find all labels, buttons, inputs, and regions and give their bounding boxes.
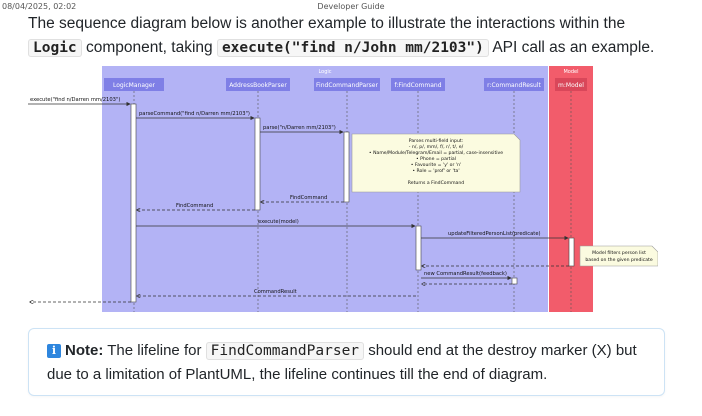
note-text-3: due to a limitation of PlantUML, the lif… bbox=[47, 366, 548, 383]
msg-parse-label: parse("n/Darren mm/2103") bbox=[263, 125, 336, 131]
msg-update-label: updateFilteredPersonList(predicate) bbox=[448, 231, 541, 237]
participant-parser-label: AddressBookParser bbox=[229, 82, 287, 89]
model-note-line-1: based on the given predicate bbox=[585, 257, 652, 263]
parse-note: Parses multi-field input: - n/, p/, mm/,… bbox=[351, 133, 521, 193]
intro-paragraph: The sequence diagram below is another ex… bbox=[28, 12, 688, 60]
model-note-line-0: Model filters person list bbox=[592, 250, 646, 256]
note-code: FindCommandParser bbox=[205, 342, 365, 360]
parse-note-line-7: Returns a FindCommand bbox=[408, 180, 464, 186]
participant-find-command bbox=[391, 78, 445, 91]
logic-box-title: Logic bbox=[318, 69, 331, 75]
msg-command-result-label: CommandResult bbox=[254, 289, 297, 295]
model-note: Model filters person list based on the g… bbox=[579, 245, 658, 267]
participant-model bbox=[555, 78, 587, 91]
intro-text-1: The sequence diagram below is another ex… bbox=[28, 15, 626, 32]
note-text-1: The lifeline for bbox=[107, 342, 202, 359]
info-icon: i bbox=[47, 344, 61, 358]
sequence-diagram: Logic Model LogicManager AddressBookPars… bbox=[28, 66, 658, 312]
msg-return-1-label: FindCommand bbox=[290, 195, 327, 201]
participant-model-label: m:Model bbox=[558, 82, 584, 89]
participant-logic-manager-label: LogicManager bbox=[113, 82, 156, 89]
msg-new-result-label: new CommandResult(feedback) bbox=[424, 271, 507, 277]
parse-note-line-5: • Role = 'prof' or 'ta' bbox=[412, 168, 459, 174]
model-box-title: Model bbox=[563, 69, 578, 75]
activation-bars bbox=[130, 103, 575, 303]
participant-command-result bbox=[484, 78, 544, 91]
note-label: Note: bbox=[65, 342, 104, 359]
msg-parse-command-label: parseCommand("find n/Darren mm/2103") bbox=[139, 111, 250, 117]
page-header: 08/04/2025, 02:02 Developer Guide bbox=[0, 0, 702, 14]
parse-note-line-0: Parses multi-field input: bbox=[409, 138, 464, 144]
note-callout: i Note: The lifeline for FindCommandParse… bbox=[28, 328, 665, 396]
print-title: Developer Guide bbox=[317, 2, 385, 11]
participant-logic-manager bbox=[104, 78, 164, 91]
parse-note-line-2: • Name/Module/Telegram/Email = partial, … bbox=[369, 150, 503, 156]
participant-find-parser-label: FindCommandParser bbox=[316, 82, 378, 89]
parse-note-line-3: • Phone = partial bbox=[416, 156, 456, 162]
msg-execute-model-label: execute(model) bbox=[258, 219, 299, 225]
intro-text-2: component, taking bbox=[85, 39, 213, 56]
participant-command-result-label: r:CommandResult bbox=[487, 82, 541, 89]
participant-find-command-label: f:FindCommand bbox=[394, 82, 441, 89]
note-text-2: should end at the destroy marker (X) but bbox=[368, 342, 637, 359]
msg-return-2-label: FindCommand bbox=[176, 203, 213, 209]
code-logic: Logic bbox=[28, 39, 82, 57]
code-execute: execute("find n/John mm/2103") bbox=[216, 39, 489, 57]
participant-parser bbox=[226, 78, 290, 91]
print-date: 08/04/2025, 02:02 bbox=[2, 2, 77, 11]
participant-find-parser bbox=[314, 78, 380, 91]
msg-execute-label: execute("find n/Darren mm/2103") bbox=[30, 97, 120, 103]
intro-text-3: API call as an example. bbox=[492, 39, 655, 56]
parse-note-line-4: • Favourite = 'y' or 'n' bbox=[411, 162, 462, 168]
parse-note-line-1: - n/, p/, mm/, f/, r/, t/, e/ bbox=[409, 144, 464, 150]
